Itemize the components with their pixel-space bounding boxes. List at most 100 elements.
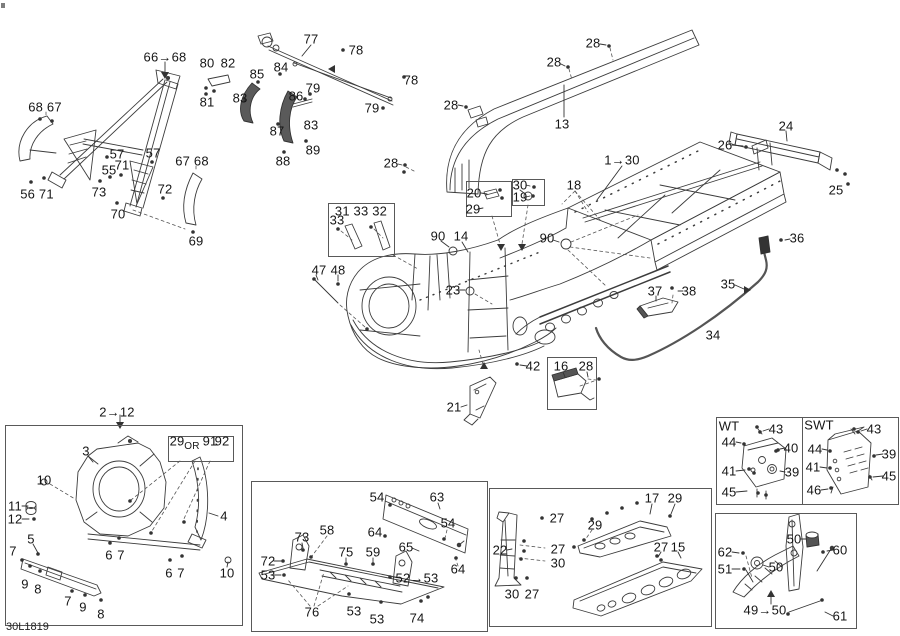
callout-25: 25 [828,182,844,198]
callout-72: 72 [260,553,276,569]
callout-21: 21 [446,399,462,415]
callout-53: 53 [369,611,385,627]
callout-14: 14 [453,228,469,244]
cooler-tube-art [463,235,771,426]
callout-59: 59 [365,544,381,560]
callout-65: 65 [398,539,414,555]
callout-28: 28 [585,35,601,51]
callout-39: 39 [881,446,897,462]
callout-45: 45 [721,484,737,500]
leader-lines-layer [20,43,884,617]
steering-frame-art [18,69,203,226]
callout-41: 41 [805,459,821,475]
callout-33: 33 [329,212,345,228]
callout-36: 36 [789,230,805,246]
callout-2→12: 2→12 [99,404,135,420]
callout-78: 78 [348,42,364,58]
rear-rail-art [728,131,833,171]
callout-89: 89 [305,142,321,158]
callout-50: 50 [768,559,784,575]
suspension-bracket-art [732,513,835,598]
callout-30: 30 [550,555,566,571]
callout-27: 27 [550,541,566,557]
callout-8: 8 [34,581,42,597]
callout-80: 80 [199,55,215,71]
callout-13: 13 [554,116,570,132]
callout-4: 4 [220,508,228,524]
callout-66→68: 66→68 [143,49,187,65]
callout-64: 64 [367,524,383,540]
callout-64: 64 [450,561,466,577]
callout-7: 7 [117,547,125,563]
callout-8: 8 [97,606,105,622]
callout-68-67: 68 67 [28,99,62,115]
group-box [168,436,234,462]
callout-35: 35 [720,276,736,292]
group-box [5,425,243,626]
skid-plate-art [258,494,469,605]
callout-69: 69 [188,233,204,249]
callout-45: 45 [881,468,897,484]
callout-24: 24 [778,118,794,134]
callout-43: 43 [768,421,784,437]
callout-53: 53 [260,567,276,583]
callout-85: 85 [249,66,265,82]
callout-11: 11 [8,498,22,514]
footboard-art [494,511,703,617]
callout-20: 20 [466,185,482,201]
callout-61: 61 [832,608,848,624]
tunnel-platform-art [497,139,787,335]
callout-10: 10 [36,472,52,488]
callout-18: 18 [566,177,582,193]
callout-79: 79 [305,80,321,96]
callout-29: 29 [169,433,185,449]
callout-10: 10 [219,565,235,581]
callout-27: 27 [549,510,565,526]
callout-1→30: 1→30 [604,152,640,168]
callout-43: 43 [866,421,882,437]
callout-42: 42 [525,358,541,374]
callout-55: 55 [101,162,117,178]
box-16-28-art [551,367,595,401]
callout-53: 53 [346,603,362,619]
callout-40: 40 [783,440,799,456]
callout-3: 3 [82,443,90,459]
callout-79: 79 [364,100,380,116]
callout-WT: WT [718,418,740,434]
group-box [251,481,488,632]
group-box [802,417,899,505]
callout-28: 28 [546,54,562,70]
callout-60: 60 [832,542,848,558]
group-box [715,513,857,629]
callout-73: 73 [294,529,310,545]
callout-28: 28 [443,97,459,113]
callout-31-33-32: 31 33 32 [334,203,388,219]
callout-90: 90 [539,230,555,246]
front-frame-art [20,435,209,597]
callout-75: 75 [338,544,354,560]
callout-27: 27 [524,586,540,602]
callout-44: 44 [721,434,737,450]
callout-84: 84 [273,59,289,75]
callout-28: 28 [383,155,399,171]
group-box [512,179,545,206]
callout-29: 29 [465,201,481,217]
callout-74: 74 [409,610,425,626]
group-box [466,181,512,217]
callout-70: 70 [110,206,126,222]
callout-38: 38 [681,283,697,299]
engine-cradle-art [346,239,557,370]
callout-86: 86 [288,88,304,104]
callout-87: 87 [269,123,285,139]
callout-82: 82 [220,55,236,71]
callout-58: 58 [319,522,335,538]
callout-27: 27 [653,539,669,555]
callout-51: 51 [717,561,733,577]
callout-37: 37 [647,283,663,299]
callout-47: 47 [311,262,327,278]
callout-OR: OR [184,441,200,452]
callout-83: 83 [232,90,248,106]
callout-91: 91 [202,433,218,449]
